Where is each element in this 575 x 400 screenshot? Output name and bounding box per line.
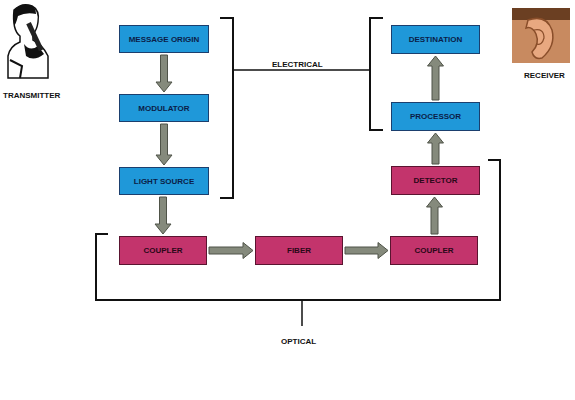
receiver-ear	[512, 8, 570, 63]
person-hair	[14, 5, 36, 26]
process-box: MODULATOR	[119, 94, 209, 122]
flow-arrow	[156, 124, 172, 165]
process-box: PROCESSOR	[391, 102, 480, 131]
flow-arrow	[209, 243, 253, 259]
process-box: DESTINATION	[391, 25, 480, 54]
ear-shape	[526, 18, 553, 58]
bracket-link	[301, 300, 303, 326]
process-box: COUPLER	[390, 236, 478, 265]
box-label: FIBER	[287, 246, 311, 255]
person-outline	[8, 5, 48, 78]
bracket	[220, 18, 233, 198]
box-label: DETECTOR	[414, 176, 458, 185]
flow-arrow	[345, 243, 388, 259]
process-box: FIBER	[255, 236, 343, 265]
flow-arrow	[156, 55, 172, 92]
flow-arrow	[155, 197, 171, 234]
process-box: LIGHT SOURCE	[119, 167, 209, 195]
box-label: COUPLER	[414, 246, 453, 255]
person-jacket	[10, 60, 22, 78]
flow-arrow	[428, 56, 444, 100]
box-label: MODULATOR	[138, 104, 189, 113]
part-label: RECEIVER	[524, 71, 565, 80]
box-label: MESSAGE ORIGIN	[129, 35, 200, 44]
bracket-link	[233, 69, 370, 71]
box-label: PROCESSOR	[410, 112, 461, 121]
flow-arrow	[427, 197, 443, 234]
part-label: TRANSMITTER	[3, 91, 60, 100]
bracket	[96, 160, 500, 300]
flow-arrow	[428, 133, 444, 164]
group-label: OPTICAL	[281, 337, 316, 346]
process-box: COUPLER	[119, 236, 207, 265]
box-label: DESTINATION	[409, 35, 463, 44]
skin-photo	[512, 8, 570, 63]
transmitter-figure	[8, 5, 48, 78]
box-label: COUPLER	[143, 246, 182, 255]
process-box: DETECTOR	[391, 166, 480, 195]
microphone	[26, 22, 43, 51]
group-label: ELECTRICAL	[272, 60, 323, 69]
process-box: MESSAGE ORIGIN	[119, 25, 209, 53]
bracket	[370, 18, 383, 130]
box-label: LIGHT SOURCE	[134, 177, 194, 186]
ear-fold	[534, 30, 544, 45]
